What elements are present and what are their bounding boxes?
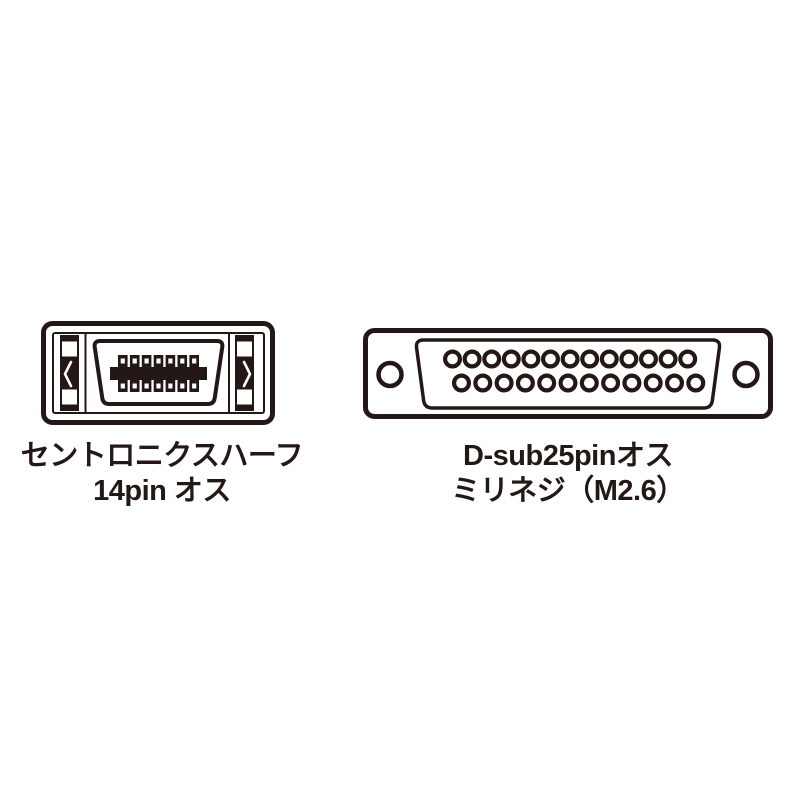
- centronics-caption-line1: セントロニクスハーフ: [20, 440, 304, 472]
- centronics-connector-figure: [41, 321, 275, 425]
- dsub-caption-line1: D-sub25pinオス: [463, 440, 673, 472]
- centronics-inner-frame: [52, 332, 265, 414]
- centronics-left-latch: [60, 335, 79, 411]
- right-latch-chevron-icon: [242, 360, 252, 388]
- centronics-caption: セントロニクスハーフ 14pin オス: [2, 439, 322, 509]
- centronics-caption-line2: 14pin オス: [93, 475, 231, 507]
- dsub-caption-line2: ミリネジ（M2.6）: [451, 475, 685, 507]
- left-latch-chevron-icon: [63, 360, 73, 388]
- dsub-connector-figure: [363, 328, 773, 419]
- dsub-caption: D-sub25pinオス ミリネジ（M2.6）: [408, 439, 728, 509]
- dsub-connector-drawing: [363, 328, 773, 419]
- dsub-left-screw-hole: [376, 360, 404, 389]
- dsub-right-screw-hole: [732, 360, 760, 389]
- centronics-pin-field: [110, 355, 207, 392]
- centronics-connector-drawing: [41, 321, 275, 425]
- centronics-right-latch: [235, 335, 254, 411]
- dsub-pin-field: [442, 349, 706, 393]
